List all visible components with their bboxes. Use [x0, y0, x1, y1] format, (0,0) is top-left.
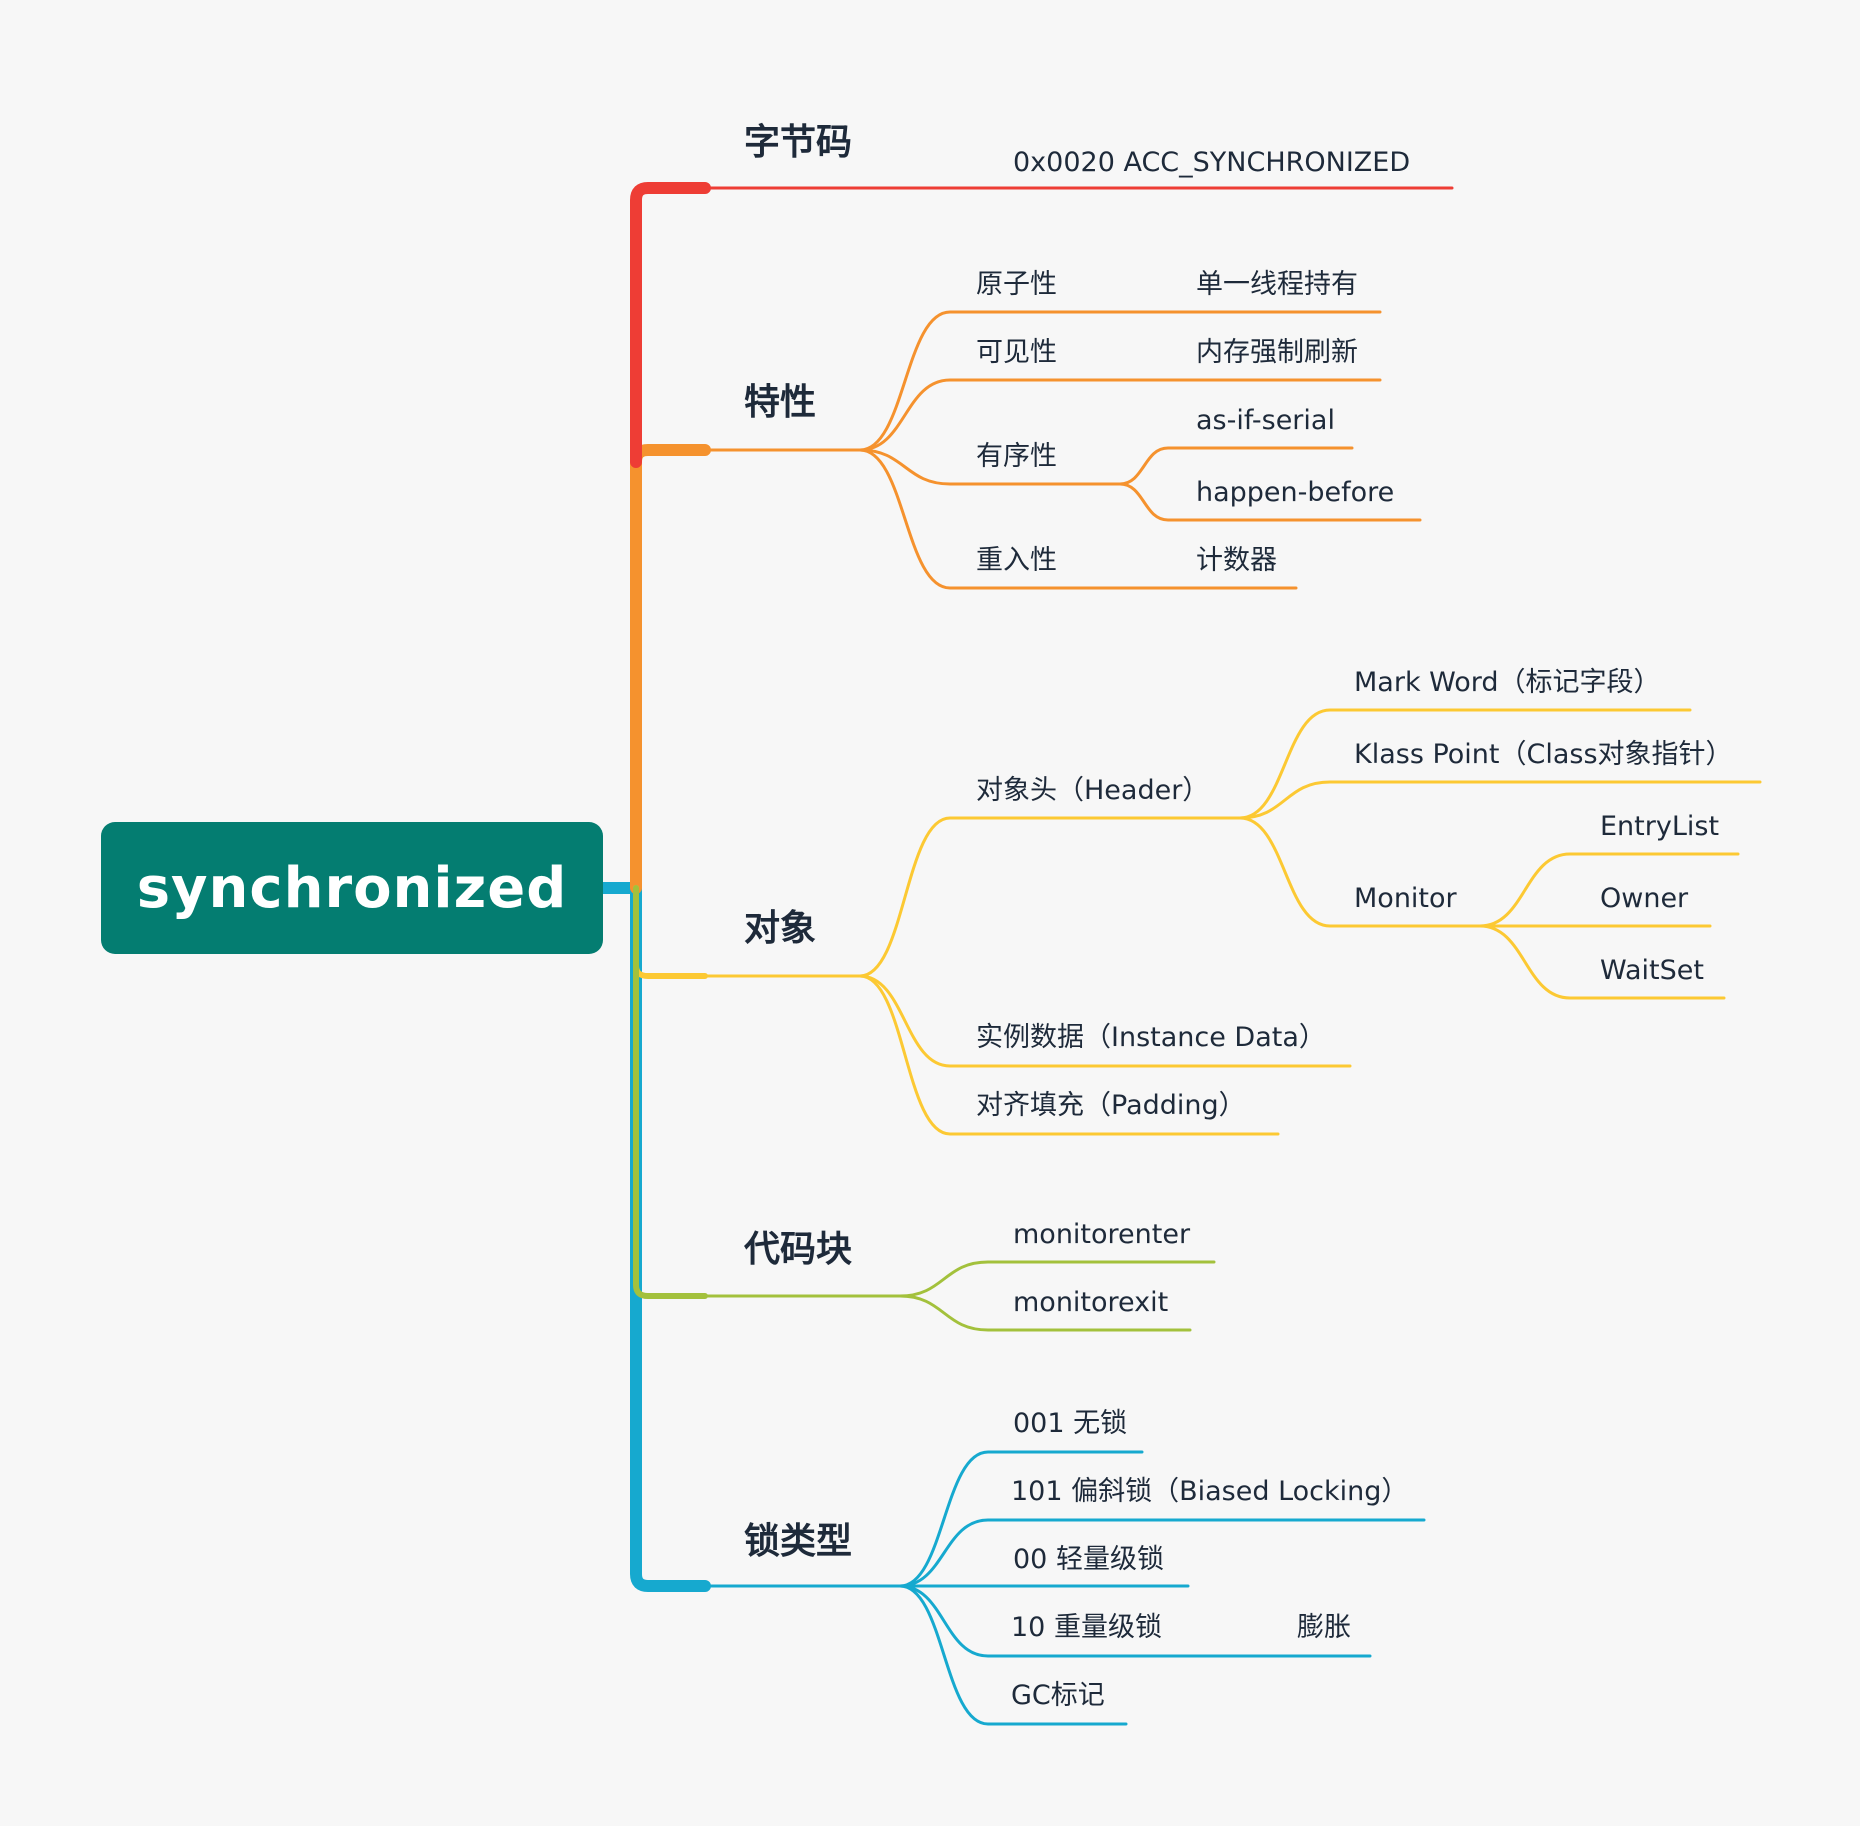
feature-reentrancy[interactable]: 重入性 — [976, 545, 1057, 576]
object-header[interactable]: 对象头（Header） — [976, 775, 1210, 806]
link-gc-mark — [898, 1584, 1128, 1726]
feature-visibility-note[interactable]: 内存强制刷新 — [1196, 337, 1358, 368]
header-mark-word[interactable]: Mark Word（标记字段） — [1354, 667, 1661, 698]
link-mark-word — [1238, 708, 1692, 820]
ordering-happen-before[interactable]: happen-before — [1196, 477, 1395, 508]
codeblock-monitorenter[interactable]: monitorenter — [1013, 1219, 1191, 1250]
monitor-owner[interactable]: Owner — [1600, 883, 1689, 914]
trunk-features — [630, 444, 711, 894]
link-monitor — [1238, 816, 1482, 928]
feature-reentrancy-note[interactable]: 计数器 — [1196, 545, 1277, 576]
link-atomicity — [858, 310, 1382, 452]
object-instance-data[interactable]: 实例数据（Instance Data） — [976, 1022, 1326, 1053]
branch-bytecode[interactable]: 字节码 — [744, 122, 853, 163]
lock-lightweight[interactable]: 00 轻量级锁 — [1013, 1544, 1164, 1575]
link-no-lock — [898, 1450, 1144, 1588]
link-monitorexit — [898, 1294, 1192, 1332]
branch-features[interactable]: 特性 — [744, 382, 817, 423]
link-entrylist — [1478, 852, 1740, 928]
link-instance-data — [858, 974, 1352, 1068]
link-biased — [898, 1518, 1426, 1588]
header-monitor[interactable]: Monitor — [1354, 883, 1457, 914]
bytecode-flag[interactable]: 0x0020 ACC_SYNCHRONIZED — [1013, 147, 1411, 178]
lock-no-lock[interactable]: 001 无锁 — [1013, 1408, 1128, 1439]
branch-lock[interactable]: 锁类型 — [744, 1521, 853, 1562]
link-visibility — [858, 378, 1382, 452]
root-node[interactable]: synchronized — [101, 822, 603, 954]
feature-visibility[interactable]: 可见性 — [976, 337, 1057, 368]
link-header — [858, 816, 1242, 978]
lock-biased[interactable]: 101 偏斜锁（Biased Locking） — [1011, 1476, 1409, 1507]
feature-atomicity[interactable]: 原子性 — [976, 269, 1057, 300]
link-happen-before — [1118, 482, 1422, 522]
root-label: synchronized — [136, 855, 568, 921]
monitor-entrylist[interactable]: EntryList — [1600, 811, 1720, 842]
link-waitset — [1478, 924, 1726, 1000]
lock-heavyweight[interactable]: 10 重量级锁 — [1011, 1612, 1162, 1643]
lock-gc-mark[interactable]: GC标记 — [1011, 1680, 1105, 1711]
link-padding — [858, 974, 1280, 1136]
codeblock-monitorexit[interactable]: monitorexit — [1013, 1287, 1169, 1318]
trunk-bytecode — [630, 182, 711, 468]
trunk-object — [633, 885, 708, 979]
feature-ordering[interactable]: 有序性 — [976, 441, 1057, 472]
link-as-if-serial — [1118, 446, 1354, 486]
ordering-as-if-serial[interactable]: as-if-serial — [1196, 405, 1335, 436]
link-reentrancy — [858, 448, 1298, 590]
link-klass-point — [1238, 780, 1762, 820]
object-padding[interactable]: 对齐填充（Padding） — [976, 1090, 1246, 1121]
branch-object[interactable]: 对象 — [744, 908, 817, 949]
trunk-codeblock — [633, 885, 708, 1299]
link-ordering — [858, 448, 1122, 486]
monitor-waitset[interactable]: WaitSet — [1600, 955, 1704, 986]
trunk-lock — [630, 882, 711, 1592]
feature-atomicity-note[interactable]: 单一线程持有 — [1196, 269, 1358, 300]
header-klass-point[interactable]: Klass Point（Class对象指针） — [1354, 739, 1733, 770]
branch-codeblock[interactable]: 代码块 — [744, 1229, 853, 1270]
link-heavyweight — [898, 1584, 1372, 1658]
link-monitorenter — [898, 1260, 1216, 1298]
lock-heavyweight-note[interactable]: 膨胀 — [1297, 1612, 1351, 1643]
